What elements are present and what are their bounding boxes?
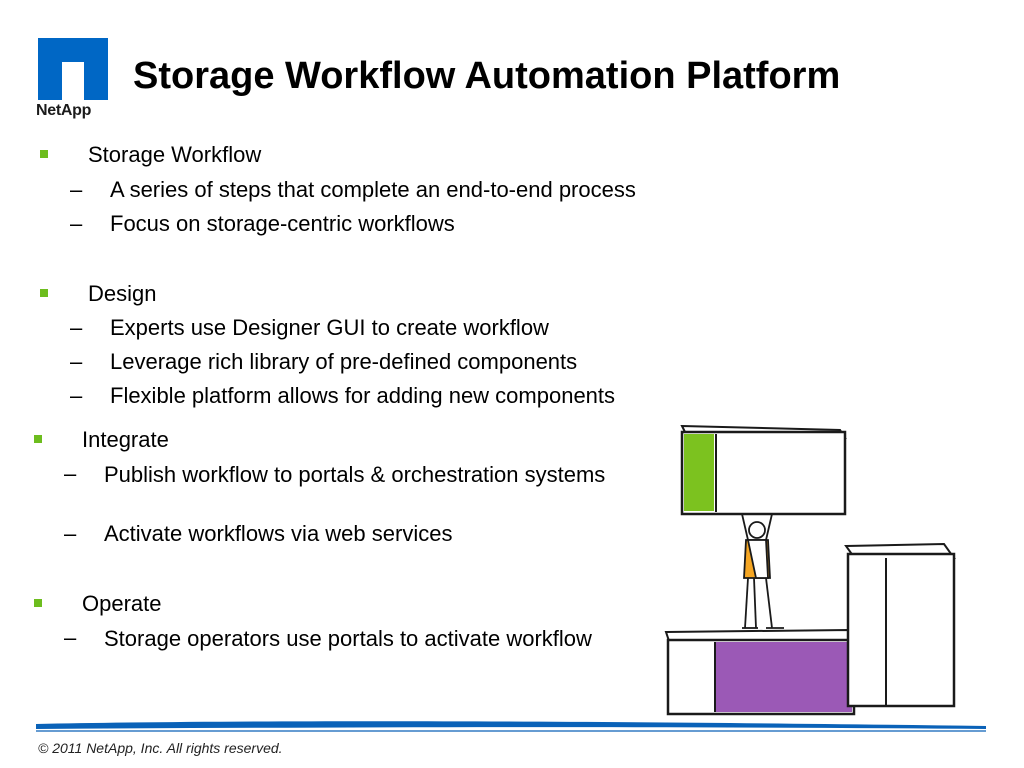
dash-marker: – [70,383,83,408]
dash-marker: – [70,315,83,340]
dash-marker: – [64,521,77,546]
person-lifting-box-icon [664,424,956,716]
dash-marker: – [70,211,83,236]
dash-marker: – [64,625,77,650]
sub-bullet-text: Focus on storage-centric workflows [110,211,455,236]
footer-divider [36,721,986,732]
dash-marker: – [64,461,77,486]
sub-bullet-text: A series of steps that complete an end-t… [110,177,636,202]
bullet-heading: Integrate [82,427,169,452]
sub-bullet-text: Storage operators use portals to activat… [104,626,592,651]
logo-wordmark: NetApp [36,102,92,119]
sub-bullet-text: Experts use Designer GUI to create workf… [110,315,549,340]
person-figure [741,513,784,629]
base-box [664,628,856,716]
bullet-square-icon [34,599,42,607]
dash-marker: – [70,349,83,374]
tall-box [844,542,956,708]
lifted-box [680,424,847,516]
page-title: Storage Workflow Automation Platform [133,55,841,97]
copyright-text: © 2011 NetApp, Inc. All rights reserved. [38,740,283,756]
bullet-heading: Design [88,281,157,306]
sub-bullet-text: Publish workflow to portals & orchestrat… [104,462,606,487]
bullet-square-icon [40,150,48,158]
sub-bullet-text: Flexible platform allows for adding new … [110,383,616,408]
sub-bullet-text: Leverage rich library of pre-defined com… [110,349,578,374]
bullet-heading: Operate [82,591,162,616]
dash-marker: – [70,177,83,202]
bullet-square-icon [34,435,42,443]
netapp-logo: NetApp [36,38,116,122]
netapp-n-icon [38,38,108,100]
bullet-heading: Storage Workflow [88,142,262,167]
sub-bullet-text: Activate workflows via web services [104,521,453,546]
bullet-square-icon [40,289,48,297]
